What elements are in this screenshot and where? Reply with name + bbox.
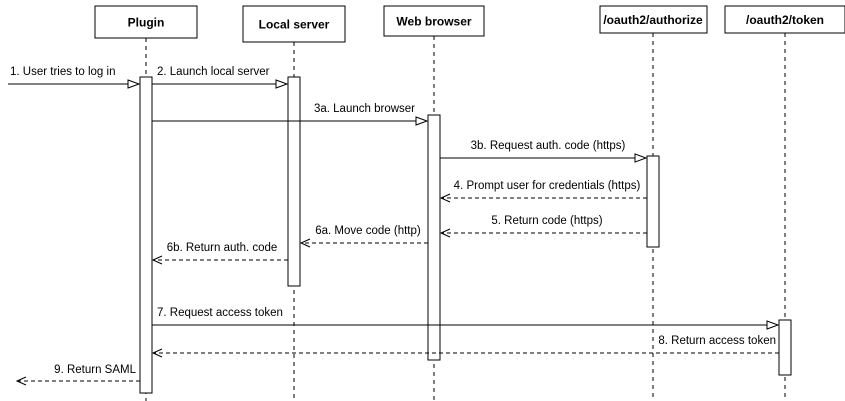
message-label-9: 7. Request access token [157, 307, 283, 319]
message-6: 5. Return code (https) [439, 215, 647, 238]
message-label-2: 2. Launch local server [157, 66, 270, 78]
participant-label-web-browser: Web browser [396, 15, 471, 29]
message-label-5: 4. Prompt user for credentials (https) [454, 180, 641, 192]
message-2: 2. Launch local server [152, 66, 289, 89]
message-7: 6a. Move code (http) [299, 225, 428, 248]
participant-oauth2-token: /oauth2/token [724, 5, 845, 401]
participant-label-oauth2-token: /oauth2/token [746, 13, 824, 27]
message-label-4: 3b. Request auth. code (https) [471, 140, 626, 152]
activation-bar-plugin [139, 76, 153, 394]
message-9: 7. Request access token [152, 307, 780, 330]
participant-label-oauth2-authorize: /oauth2/authorize [603, 13, 703, 27]
activation-bar-oauth2-token [778, 319, 792, 376]
messages-layer: 1. User tries to log in 2. Launch local s… [8, 66, 780, 386]
message-label-10: 8. Return access token [658, 335, 776, 347]
participant-box-local-server [242, 5, 346, 43]
participant-box-plugin [94, 5, 198, 39]
message-5: 4. Prompt user for credentials (https) [439, 180, 647, 203]
message-label-6: 5. Return code (https) [491, 215, 602, 227]
message-3: 3a. Launch browser [152, 103, 429, 126]
message-label-8: 6b. Return auth. code [167, 242, 278, 254]
participant-web-browser: Web browser [383, 5, 485, 401]
participant-label-local-server: Local server [259, 18, 330, 32]
message-label-7: 6a. Move code (http) [315, 225, 421, 237]
participant-box-oauth2-token [724, 5, 845, 34]
activation-bar-oauth2-authorize [646, 155, 660, 248]
participant-local-server: Local server [242, 5, 346, 401]
participant-oauth2-authorize: /oauth2/authorize [599, 5, 708, 401]
participants-layer: Plugin Local server Web browser/oauth2/aut… [94, 5, 845, 401]
message-1: 1. User tries to log in [8, 66, 141, 89]
message-label-1: 1. User tries to log in [10, 66, 115, 78]
message-11: 9. Return SAML [15, 364, 140, 386]
activation-bar-local-server [287, 76, 301, 287]
message-8: 6b. Return auth. code [151, 242, 288, 265]
message-label-11: 9. Return SAML [54, 364, 136, 376]
message-label-3: 3a. Launch browser [314, 103, 415, 115]
participant-box-oauth2-authorize [599, 5, 708, 34]
message-4: 3b. Request auth. code (https) [440, 140, 648, 163]
participant-box-web-browser [383, 5, 485, 37]
participant-label-plugin: Plugin [128, 16, 165, 30]
message-10: 8. Return access token [151, 335, 779, 358]
participant-plugin: Plugin [94, 5, 198, 401]
activation-bar-web-browser [427, 114, 441, 361]
